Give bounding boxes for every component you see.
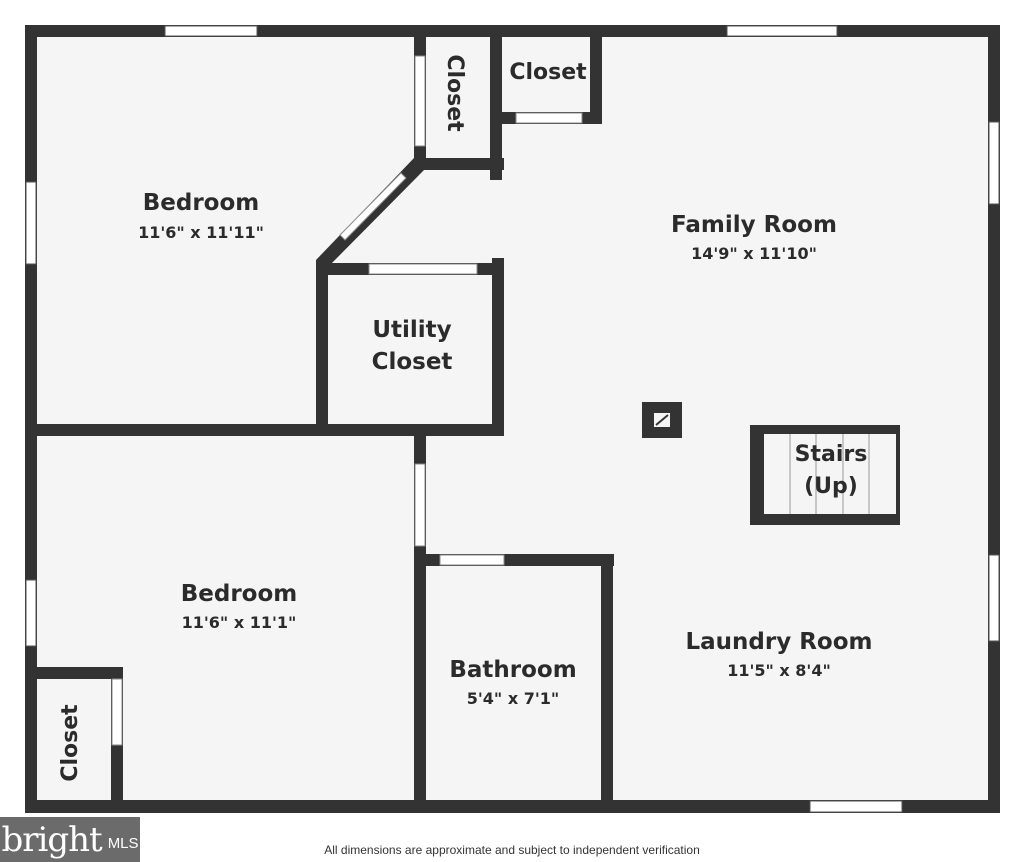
bedroom-top-dims: 11'6" x 11'11": [138, 223, 264, 242]
family-room-label: Family Room 14'9" x 11'10": [671, 212, 837, 263]
closet-bottom-label: Closet: [58, 704, 83, 782]
utility-closet-name-2: Closet: [372, 349, 453, 375]
stairs-label: Stairs (Up): [795, 442, 868, 499]
utility-closet-label: Utility Closet: [372, 317, 453, 375]
laundry-room-dims: 11'5" x 8'4": [727, 661, 831, 680]
stairs-name-2: (Up): [804, 474, 858, 499]
closet-vertical-label: Closet: [442, 54, 467, 132]
chimney-mark: [654, 413, 670, 427]
windows: [25, 25, 1000, 813]
floor-plan: Bedroom 11'6" x 11'11" Closet Closet Fam…: [25, 25, 1000, 813]
bathroom-label: Bathroom 5'4" x 7'1": [449, 657, 576, 708]
disclaimer-text: All dimensions are approximate and subje…: [324, 843, 700, 857]
laundry-room-name: Laundry Room: [685, 629, 872, 655]
door-openings: [111, 55, 583, 746]
bedroom-bottom-label: Bedroom 11'6" x 11'1": [181, 581, 298, 632]
stair-treads: [789, 434, 870, 514]
logo-word: bright: [1, 819, 102, 860]
utility-closet-name-1: Utility: [372, 317, 451, 343]
family-room-name: Family Room: [671, 212, 837, 238]
bright-mls-logo: bright MLS: [0, 817, 140, 862]
bedroom-bottom-name: Bedroom: [181, 581, 298, 607]
laundry-room-label: Laundry Room 11'5" x 8'4": [685, 629, 872, 680]
family-room-dims: 14'9" x 11'10": [691, 244, 817, 263]
bedroom-top-label: Bedroom 11'6" x 11'11": [138, 190, 264, 242]
bathroom-dims: 5'4" x 7'1": [467, 689, 559, 708]
bedroom-bottom-dims: 11'6" x 11'1": [182, 613, 297, 632]
logo-mls: MLS: [107, 835, 139, 852]
bathroom-name: Bathroom: [449, 657, 576, 683]
closet-top-label: Closet: [509, 60, 587, 85]
bedroom-top-name: Bedroom: [143, 190, 260, 216]
stairs-name-1: Stairs: [795, 442, 868, 467]
floor-area: [25, 25, 1000, 813]
